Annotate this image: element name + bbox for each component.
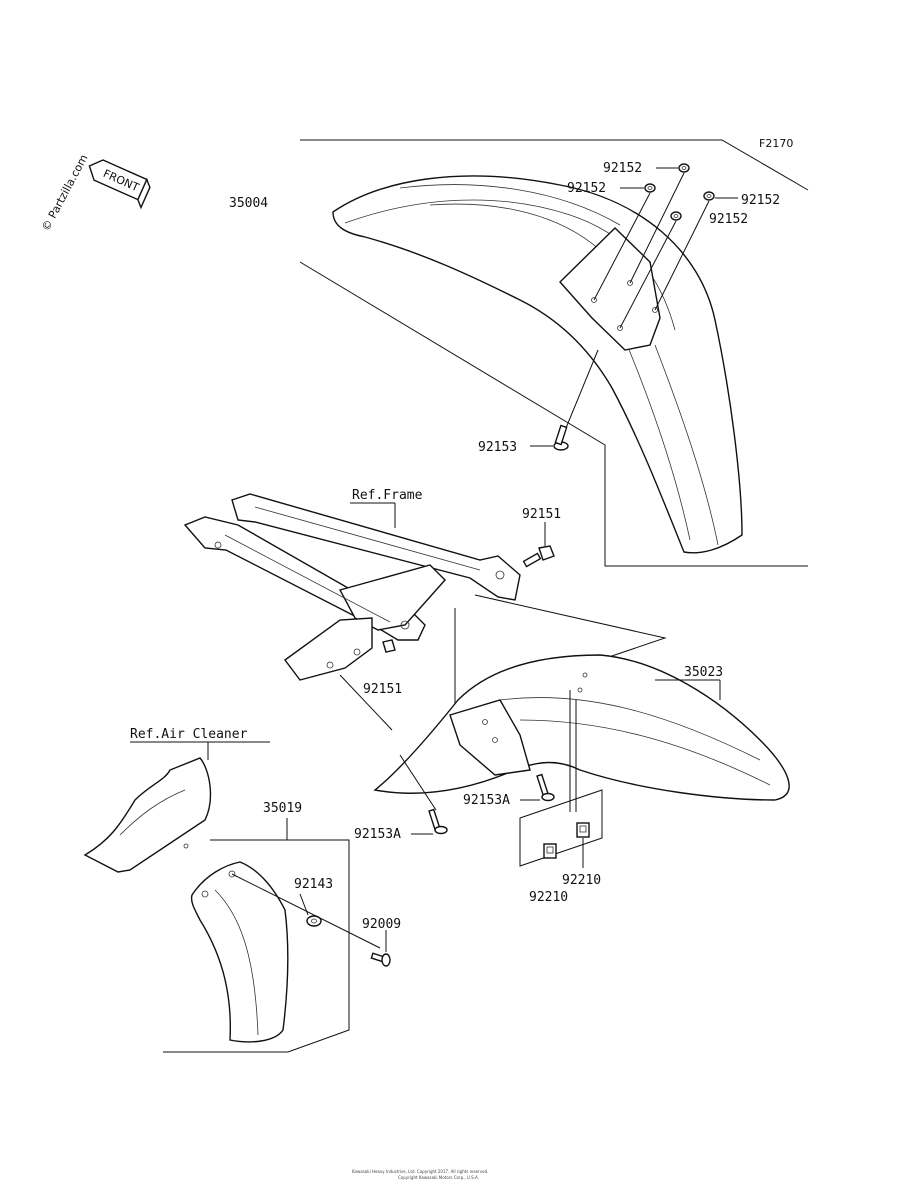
label-washer-top: 92152 <box>603 161 642 176</box>
label-washer-right-a: 92152 <box>741 193 780 208</box>
front-fender-box-top <box>300 139 809 191</box>
bolt-92151-upper <box>522 545 555 568</box>
label-nut-left: 92210 <box>529 890 568 905</box>
front-arrow-badge: FRONT <box>88 159 151 210</box>
label-rear-bolt-right: 92153A <box>463 793 510 808</box>
mud-flap <box>190 861 289 1043</box>
bolt-92009 <box>370 952 391 967</box>
label-rear-bolt-left: 92153A <box>354 827 401 842</box>
bolt-92153a-right <box>536 773 555 802</box>
footer-line-1: Kawasaki Heavy Industries, Ltd. Copyrigh… <box>352 1169 488 1174</box>
label-washer-left: 92152 <box>567 181 606 196</box>
bolt-92153 <box>553 424 569 451</box>
washer-92152-c <box>703 191 715 201</box>
air-cleaner-ref <box>83 757 212 873</box>
label-flap-washer: 92143 <box>294 877 333 892</box>
bolt-92153a-left <box>428 808 448 835</box>
label-ref-frame: Ref.Frame <box>352 488 423 503</box>
label-rear-fender: 35023 <box>684 665 723 680</box>
label-front-bolt: 92153 <box>478 440 517 455</box>
watermark: © Partzilla.com <box>39 152 90 233</box>
figure-code: F2170 <box>759 137 793 150</box>
nut-92210-left <box>543 843 557 859</box>
front-fender-box-left <box>299 261 808 567</box>
label-ref-air-cleaner: Ref.Air Cleaner <box>130 727 248 742</box>
nut-92210-right <box>576 822 590 838</box>
bolt-92151-lower <box>382 639 396 653</box>
washer-92143 <box>306 915 322 927</box>
label-nut-right: 92210 <box>562 873 601 888</box>
rear-fender <box>373 654 790 801</box>
rear-frame <box>183 493 521 681</box>
label-front-fender: 35004 <box>229 196 268 211</box>
washer-92152-d <box>670 211 682 221</box>
label-flap-bolt: 92009 <box>362 917 401 932</box>
washer-92152-a <box>678 163 690 173</box>
washer-92152-b <box>644 183 656 193</box>
label-frame-bolt-upper: 92151 <box>522 507 561 522</box>
label-flap: 35019 <box>263 801 302 816</box>
label-frame-bolt-lower: 92151 <box>363 682 402 697</box>
footer-line-2: Copyright Kawasaki Motors Corp., U.S.A. <box>398 1175 479 1180</box>
label-washer-right-b: 92152 <box>709 212 748 227</box>
front-fender <box>332 175 743 554</box>
